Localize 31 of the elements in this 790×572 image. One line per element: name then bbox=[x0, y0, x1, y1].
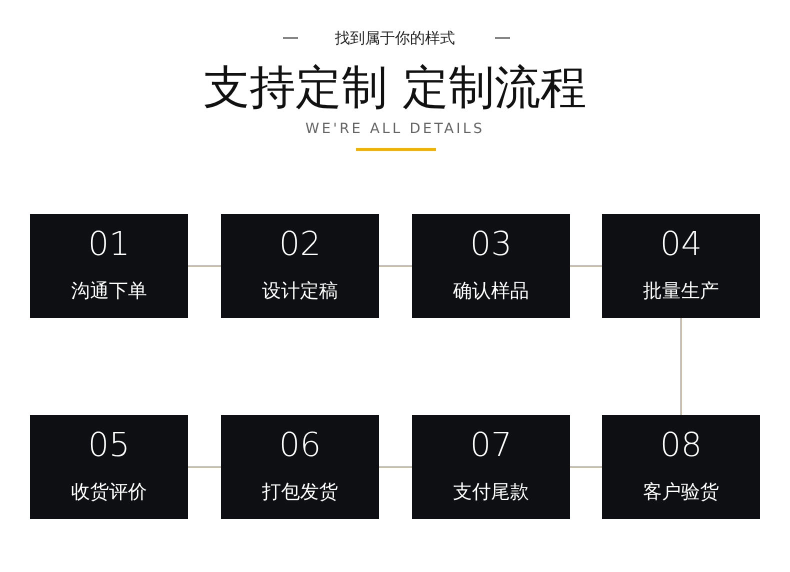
step-number: 03 bbox=[470, 224, 512, 263]
step-label: 客户验货 bbox=[643, 481, 719, 503]
step-number: 01 bbox=[88, 224, 130, 263]
step-box bbox=[221, 415, 379, 519]
step-number: 06 bbox=[279, 425, 321, 464]
step-label: 打包发货 bbox=[262, 481, 338, 503]
step-label: 支付尾款 bbox=[453, 481, 529, 503]
step-number: 04 bbox=[660, 224, 702, 263]
step-label: 沟通下单 bbox=[71, 280, 147, 302]
connector-line bbox=[680, 318, 682, 416]
step-label: 设计定稿 bbox=[262, 280, 338, 302]
step-box bbox=[412, 415, 570, 519]
step-number: 02 bbox=[279, 224, 321, 263]
connector-line bbox=[378, 466, 412, 468]
connector-line bbox=[570, 466, 602, 468]
tagline-text: WE'RE ALL DETAILS bbox=[305, 121, 485, 137]
step-box bbox=[602, 415, 760, 519]
step-number: 08 bbox=[660, 425, 702, 464]
step-box bbox=[221, 214, 379, 318]
step-number: 05 bbox=[88, 425, 130, 464]
step-box bbox=[602, 214, 760, 318]
step-label: 收货评价 bbox=[71, 481, 147, 503]
connector-line bbox=[188, 466, 222, 468]
step-label: 批量生产 bbox=[643, 280, 719, 302]
subheading-text: 找到属于你的样式 bbox=[335, 29, 455, 47]
step-box bbox=[412, 214, 570, 318]
title: 支持定制 定制流程 bbox=[204, 60, 586, 114]
step-label: 确认样品 bbox=[453, 280, 529, 302]
step-box bbox=[30, 415, 188, 519]
step-number: 07 bbox=[470, 425, 512, 464]
step-box bbox=[30, 214, 188, 318]
